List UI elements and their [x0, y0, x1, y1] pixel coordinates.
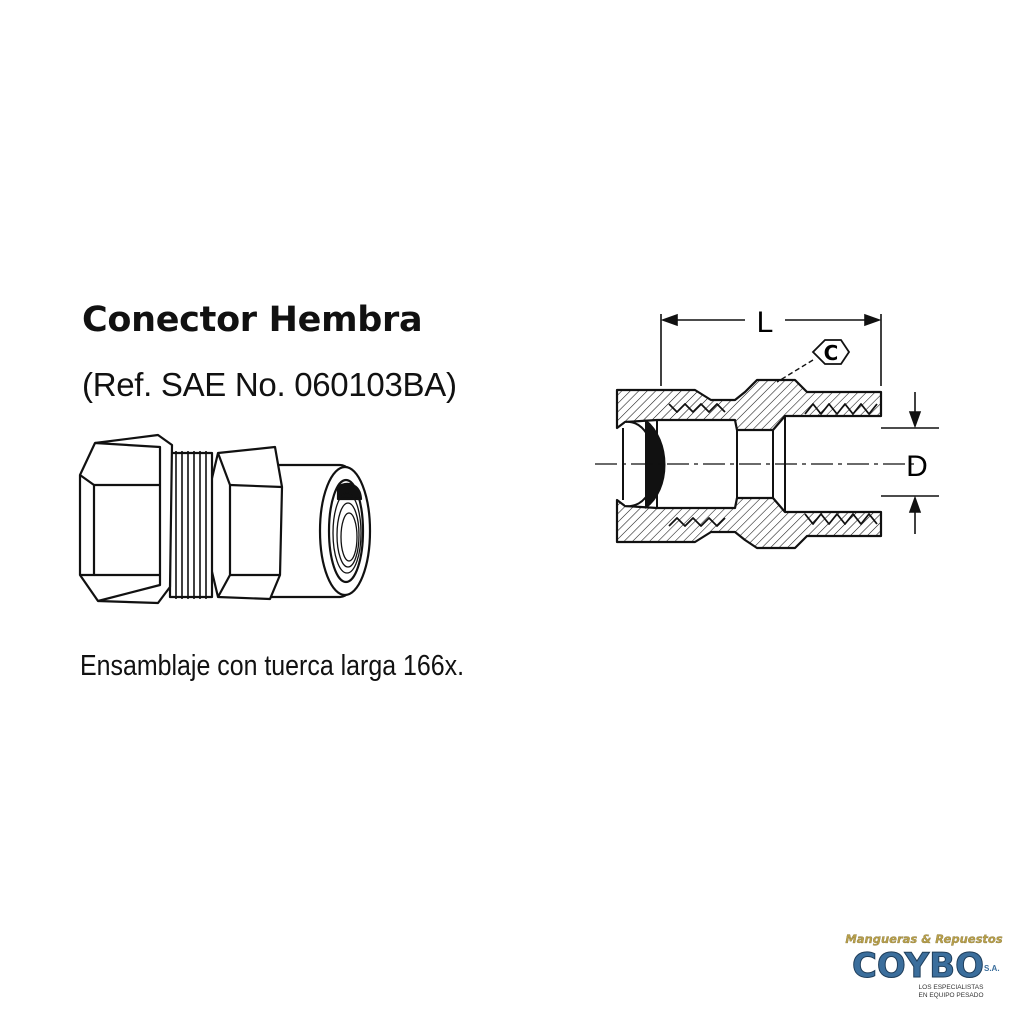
hex-callout-label: C: [824, 341, 839, 365]
dimension-d: [881, 392, 939, 534]
logo-brand: COYBO: [852, 946, 984, 986]
dimension-l: [660, 313, 882, 386]
hex-callout: C: [776, 339, 851, 383]
logo-tagline: Mangueras & Repuestos: [845, 932, 1002, 946]
section-drawing: L C D: [595, 306, 939, 550]
logo-suffix: S.A.: [984, 964, 1000, 973]
logo-slogan-line2: EN EQUIPO PESADO: [918, 992, 983, 999]
assembly-caption: Ensamblaje con tuerca larga 166x.: [80, 650, 465, 682]
dimension-l-label: L: [757, 306, 774, 339]
fitting-illustration: [78, 433, 372, 605]
coybo-logo: Mangueras & Repuestos COYBO S.A. LOS ESP…: [845, 932, 1003, 999]
product-reference: (Ref. SAE No. 060103BA): [82, 366, 457, 403]
logo-slogan-line1: LOS ESPECIALISTAS: [919, 984, 985, 991]
dimension-d-label: D: [906, 450, 928, 483]
product-title: Conector Hembra: [82, 300, 423, 340]
